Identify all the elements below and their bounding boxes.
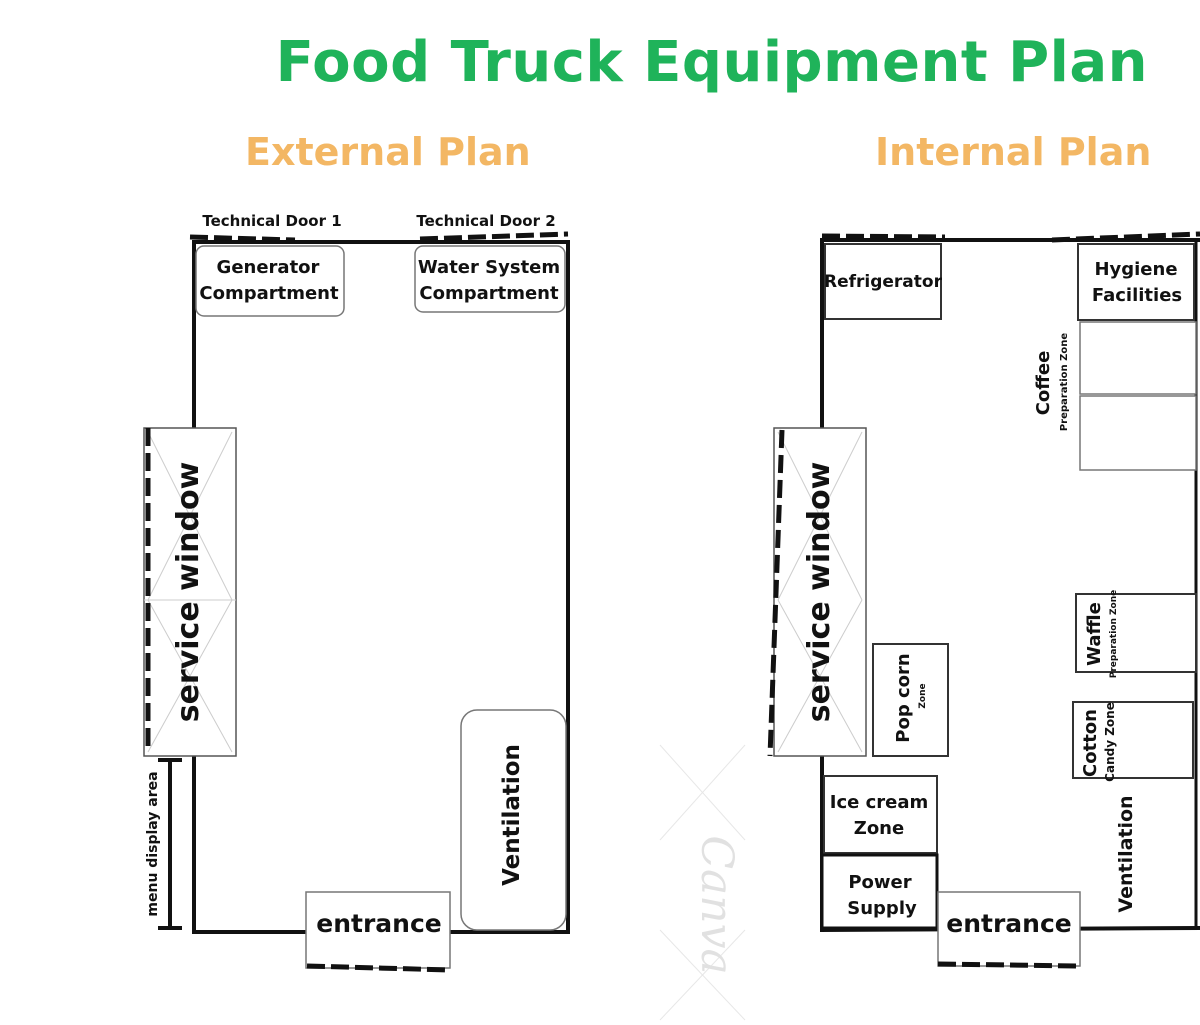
external-plan-heading: External Plan xyxy=(245,130,531,174)
water-system-compartment xyxy=(414,245,566,313)
icecream-label-line1: Ice cream xyxy=(830,792,929,813)
popcorn-zone xyxy=(872,643,949,757)
external-plan: Technical Door 1 Technical Door 2 Genera… xyxy=(143,212,570,973)
technical-door-1-marker xyxy=(189,234,296,243)
technical-door-2-marker xyxy=(419,231,569,242)
coffee-station-lower xyxy=(1079,395,1197,471)
watermark-text: Canva xyxy=(691,835,742,974)
refrigerator-label: Refrigerator xyxy=(824,272,943,292)
internal-entrance-label: entrance xyxy=(946,909,1071,938)
canva-watermark: Canva xyxy=(659,744,746,1021)
internal-service-window xyxy=(773,427,867,757)
popcorn-label: Pop corn xyxy=(893,653,914,742)
water-label-line1: Water System xyxy=(418,257,560,278)
internal-entrance xyxy=(937,891,1081,967)
external-service-window-pattern xyxy=(144,431,236,753)
generator-compartment xyxy=(195,245,345,317)
power-label-line2: Supply xyxy=(847,898,917,919)
internal-plan: Refrigerator Hygiene Facilities Coffee P… xyxy=(767,231,1200,969)
power-supply xyxy=(820,853,939,930)
coffee-station-upper xyxy=(1079,321,1197,395)
internal-top-door-left xyxy=(821,233,946,240)
generator-label-line2: Compartment xyxy=(199,283,339,304)
technical-door-1-label: Technical Door 1 xyxy=(202,212,341,230)
diagram-title: Food Truck Equipment Plan xyxy=(275,30,1148,95)
external-ventilation-label: Ventilation xyxy=(499,744,525,886)
cotton-sublabel: Candy Zone xyxy=(1103,702,1117,782)
external-service-window-label: service window xyxy=(171,462,206,723)
internal-plan-heading: Internal Plan xyxy=(875,130,1152,174)
external-entrance xyxy=(305,891,451,969)
cotton-candy-zone xyxy=(1072,701,1194,779)
ice-cream-zone xyxy=(823,775,938,854)
popcorn-sublabel: Zone xyxy=(918,683,928,708)
power-label-line1: Power xyxy=(848,872,911,893)
water-label-line2: Compartment xyxy=(419,283,559,304)
internal-service-window-pattern xyxy=(777,431,863,753)
internal-top-door-right xyxy=(1051,231,1200,243)
refrigerator-unit xyxy=(824,243,942,320)
icecream-label-line2: Zone xyxy=(854,818,904,839)
external-service-window xyxy=(143,427,237,757)
menu-display-label: menu display area xyxy=(145,771,161,916)
internal-service-window-label: service window xyxy=(802,462,837,723)
waffle-sublabel: Preparation Zone xyxy=(1109,590,1119,679)
hygiene-facilities xyxy=(1077,243,1195,321)
waffle-zone xyxy=(1075,593,1197,673)
external-ventilation xyxy=(460,709,567,931)
external-entrance-label: entrance xyxy=(316,909,441,938)
hygiene-label-line2: Facilities xyxy=(1092,285,1182,306)
coffee-sublabel: Preparation Zone xyxy=(1059,333,1070,432)
waffle-label: Waffle xyxy=(1084,602,1105,666)
technical-door-2-label: Technical Door 2 xyxy=(416,212,555,230)
internal-ventilation-label: Ventilation xyxy=(1115,795,1137,912)
internal-service-window-edge xyxy=(767,429,785,757)
hygiene-label-line1: Hygiene xyxy=(1094,259,1177,280)
generator-label-line1: Generator xyxy=(217,257,320,278)
cotton-label: Cotton xyxy=(1080,709,1101,777)
coffee-label: Coffee xyxy=(1033,351,1054,416)
